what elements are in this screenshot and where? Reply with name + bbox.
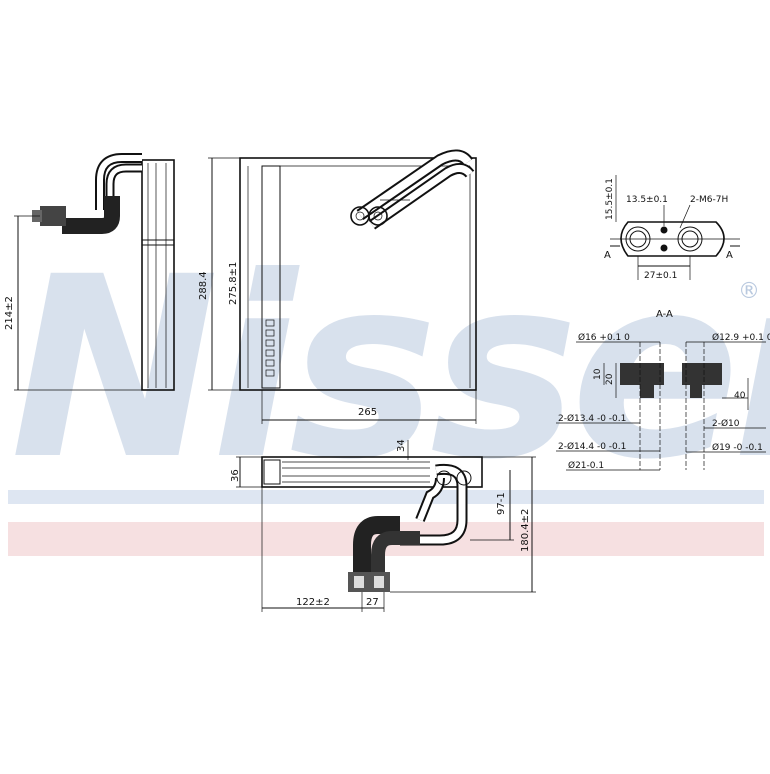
core-bottom <box>261 456 483 488</box>
left-side-view: 214±2 <box>4 153 175 391</box>
dim-flange-pitch: 27±0.1 <box>644 271 677 281</box>
section-aa: Ø16 +0.1 0 Ø12.9 +0.1 0 10 20 40 2-Ø13.4… <box>556 332 770 471</box>
dim-tube-length: 97-1 <box>496 492 507 515</box>
dim-depth: 36 <box>230 469 241 482</box>
dim-offset-34: 34 <box>396 439 407 452</box>
tube-holes <box>265 319 275 377</box>
dim-flange-width: 27 <box>366 597 379 608</box>
dim-h20: 20 <box>605 373 615 385</box>
front-pipes <box>350 149 475 230</box>
dim-d10: 2-Ø10 <box>712 418 740 429</box>
dim-width: 265 <box>358 407 377 418</box>
section-title: A-A <box>656 309 673 320</box>
watermark-blue-stripe <box>8 490 764 504</box>
core-side <box>141 159 175 391</box>
dim-height-inner: 275.8±1 <box>228 262 239 305</box>
dim-h10: 10 <box>593 368 603 380</box>
dim-flange-thread: 2-M6-7H <box>690 195 728 205</box>
dim-height-left: 214±2 <box>4 296 15 330</box>
dim-center-distance: 122±2 <box>296 597 330 608</box>
dim-d13: 2-Ø13.4 -0 -0.1 <box>558 413 626 424</box>
dim-d19: Ø19 -0 -0.1 <box>712 442 763 453</box>
flange-detail: A A 15.5±0.1 13.5±0.1 2-M6-7H 27±0.1 A-A <box>604 175 740 320</box>
header-tank <box>261 165 281 389</box>
dim-d14: 2-Ø14.4 -0 -0.1 <box>558 441 626 452</box>
section-mark-right: A <box>726 250 733 261</box>
dim-d21: Ø21-0.1 <box>568 460 604 471</box>
flange-outline <box>620 221 725 257</box>
registered-mark: ® <box>738 279 760 304</box>
dim-flange-hole: 13.5±0.1 <box>626 195 668 205</box>
dim-total-height: 180.4±2 <box>520 509 531 552</box>
front-view: 288.4 275.8±1 265 <box>198 149 477 424</box>
connector-fitting <box>40 206 66 226</box>
dim-d16: Ø16 +0.1 0 <box>578 332 630 343</box>
dim-d12: Ø12.9 +0.1 0 <box>712 332 770 343</box>
dim-flange-top: 15.5±0.1 <box>605 178 615 220</box>
dim-w40: 40 <box>734 391 746 401</box>
bottom-view: 36 34 97-1 180.4±2 122±2 27 <box>230 439 536 612</box>
dim-height-outer: 288.4 <box>198 271 209 300</box>
section-mark-left: A <box>604 250 611 261</box>
